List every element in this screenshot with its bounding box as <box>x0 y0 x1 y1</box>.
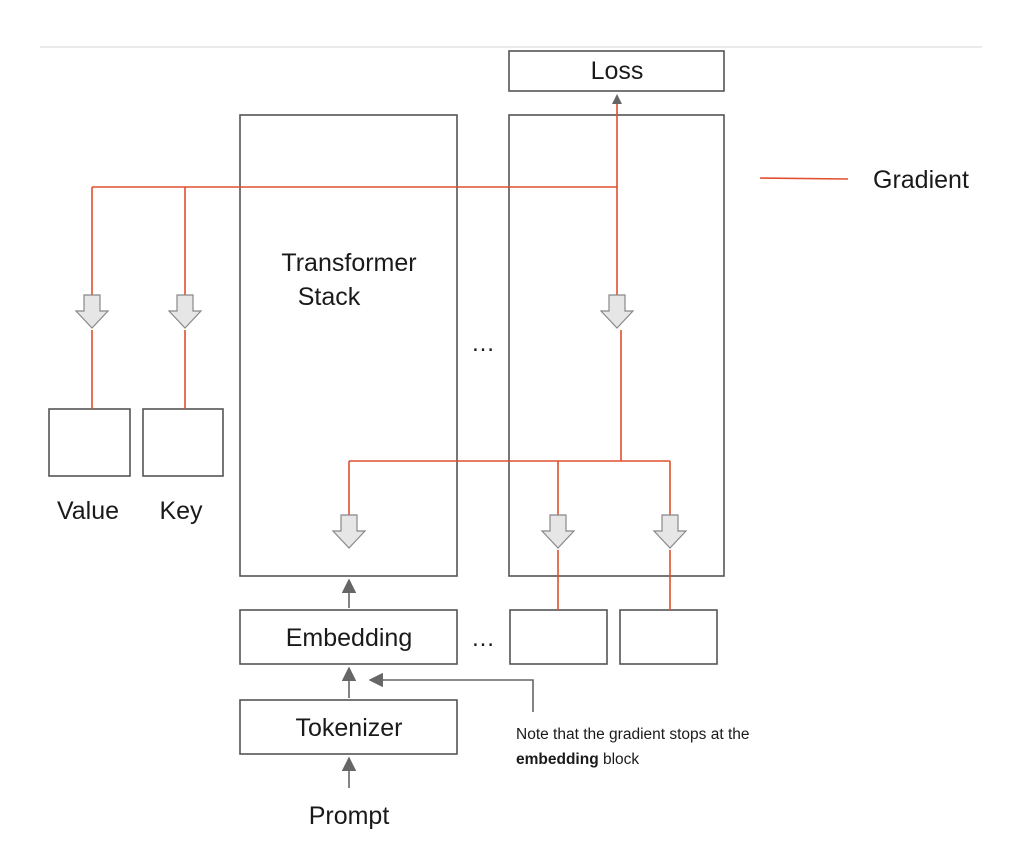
note-line1: Note that the gradient stops at the <box>516 726 750 743</box>
tokenizer-box <box>239 699 458 755</box>
transformer-label-line2: Stack <box>298 283 361 311</box>
key-label: Key <box>159 497 203 525</box>
gradient-lines <box>91 96 849 610</box>
transformer-label-line1: Transformer <box>281 249 416 277</box>
key-box <box>142 408 224 477</box>
note-tail: block <box>598 751 640 768</box>
note-text: Note that the gradient stops at the embe… <box>516 722 836 772</box>
tokenizer-label: Tokenizer <box>296 714 403 742</box>
note-bold-word: embedding <box>516 751 599 768</box>
loss-arrowhead <box>612 94 622 104</box>
value-label: Value <box>57 497 119 525</box>
ellipsis-embedding: … <box>471 625 495 652</box>
ellipsis-stack: … <box>471 330 495 357</box>
legend-gradient-label: Gradient <box>873 166 969 194</box>
loss-box <box>508 50 725 92</box>
embedding-label: Embedding <box>286 624 412 652</box>
value-gradient-arrow <box>74 294 110 329</box>
note-pointer-arrow <box>368 672 534 712</box>
slot-2-gradient-arrow <box>652 514 688 549</box>
embedding-box <box>239 609 458 665</box>
slot-1-gradient-arrow <box>540 514 576 549</box>
connector-arrows <box>341 578 534 788</box>
gradient-arrows <box>74 294 688 549</box>
key-gradient-arrow <box>167 294 203 329</box>
value-box <box>48 408 131 477</box>
stack-top-gradient-arrow <box>599 294 635 329</box>
loss-label: Loss <box>591 57 644 85</box>
embedding-slot-box-1 <box>509 609 608 665</box>
prompt-label: Prompt <box>309 802 390 830</box>
embedding-gradient-arrow <box>331 514 367 549</box>
embedding-slot-box-2 <box>619 609 718 665</box>
legend-gradient-line <box>759 177 849 180</box>
